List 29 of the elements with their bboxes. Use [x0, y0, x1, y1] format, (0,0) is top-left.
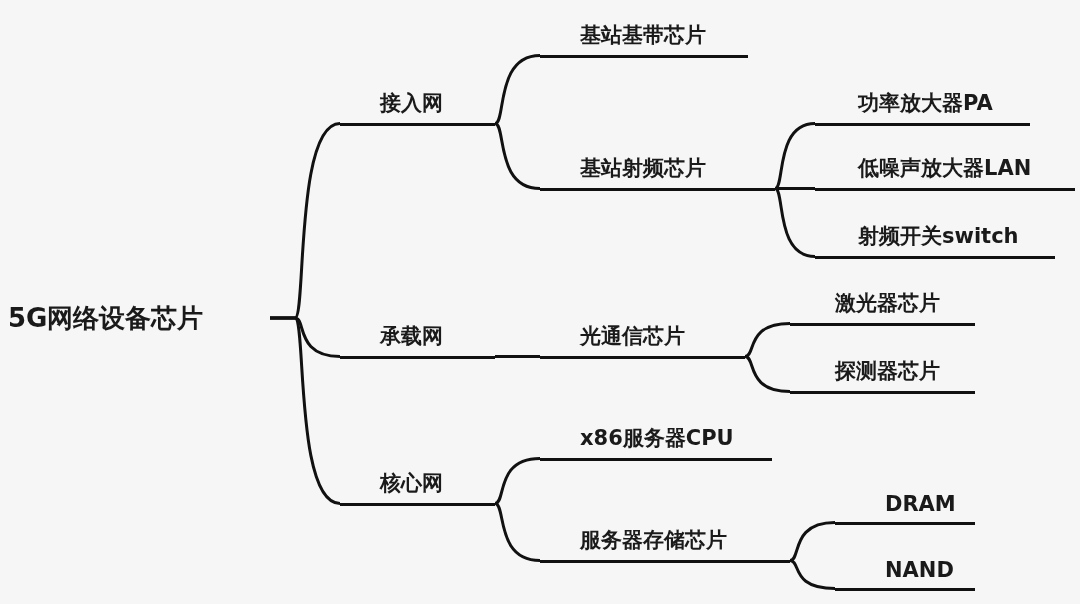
- branch-topic: 基站基带芯片: [540, 17, 748, 58]
- branch-line: [744, 355, 791, 393]
- branch-topic: 光通信芯片: [540, 318, 745, 359]
- branch-line: [775, 187, 815, 190]
- branch-topic: NAND: [835, 550, 975, 591]
- branch-line: [270, 316, 341, 505]
- branch-topic: x86服务器CPU: [540, 420, 772, 461]
- branch-topic: 功率放大器PA: [815, 85, 1030, 126]
- branch-topic: 服务器存储芯片: [540, 522, 790, 563]
- branch-topic: 低噪声放大器LAN: [815, 150, 1075, 191]
- branch-line: [494, 502, 541, 562]
- branch-line: [774, 187, 816, 258]
- branch-line: [494, 122, 541, 190]
- branch-topic: 核心网: [340, 465, 495, 506]
- branch-topic: 激光器芯片: [790, 285, 975, 326]
- branch-topic: 基站射频芯片: [540, 150, 775, 191]
- branch-line: [744, 322, 791, 358]
- branch-topic: 射频开关switch: [815, 218, 1055, 259]
- branch-line: [495, 355, 540, 358]
- branch-topic: 探测器芯片: [790, 353, 975, 394]
- branch-topic: 接入网: [340, 85, 495, 126]
- root-topic: 5G网络设备芯片: [8, 296, 270, 340]
- branch-line: [789, 521, 836, 562]
- branch-line: [789, 559, 836, 590]
- branch-line: [494, 457, 541, 505]
- branch-line: [494, 54, 541, 125]
- branch-topic: 承载网: [340, 318, 495, 359]
- branch-line: [774, 122, 816, 190]
- branch-topic: DRAM: [835, 484, 975, 525]
